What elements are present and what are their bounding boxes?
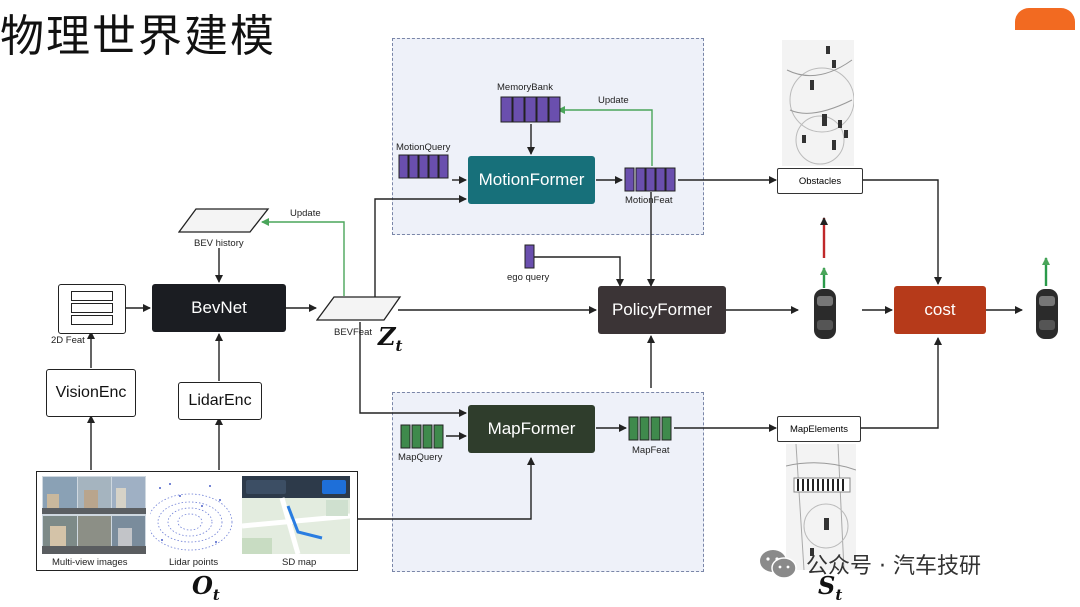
memory-bank-tokens [500, 96, 561, 123]
multi-view-label: Multi-view images [52, 557, 128, 568]
bev-feat-label: BEVFeat [334, 327, 373, 338]
feat-2d-label: 2D Feat [51, 335, 85, 346]
feat-2d-bar-2 [71, 303, 113, 313]
motion-feat-tokens [624, 167, 676, 192]
feat-2d-bar-1 [71, 291, 113, 301]
cost-box: cost [894, 286, 986, 334]
lidar-points-image [150, 476, 234, 554]
memory-bank-label: MemoryBank [497, 82, 553, 93]
s-t-sub: t [835, 585, 843, 604]
map-query-tokens [400, 424, 444, 449]
motion-former-box: MotionFormer [468, 156, 595, 204]
obstacles-box: Obstacles [777, 168, 863, 194]
orange-tab-decoration [1015, 8, 1075, 30]
sd-map-label: SD map [282, 557, 317, 568]
bev-history-plane [178, 208, 270, 233]
map-query-label: MapQuery [398, 452, 443, 463]
watermark-text: 公众号 · 汽车技研 [806, 554, 981, 579]
feat-2d-box [58, 284, 126, 334]
map-elements-box: MapElements [777, 416, 861, 442]
o-t-main: O [192, 571, 213, 600]
z-t-main: Z [378, 322, 396, 351]
z-t-sub: t [395, 336, 403, 355]
bev-feat-plane [316, 296, 402, 321]
page-title: 物理世界建模 [0, 11, 276, 62]
update-label-top: Update [598, 95, 629, 106]
multi-view-images [42, 476, 146, 554]
lidar-points-label: Lidar points [169, 557, 219, 568]
car-output-icon [1036, 289, 1058, 339]
map-feat-tokens [628, 416, 672, 441]
motion-query-label: MotionQuery [396, 142, 451, 153]
feat-2d-bar-3 [71, 315, 113, 325]
lidar-enc-box: LidarEnc [178, 382, 262, 420]
policy-former-box: PolicyFormer [598, 286, 726, 334]
o-t-symbol: Ot [192, 571, 220, 604]
map-feat-label: MapFeat [632, 445, 670, 456]
ego-query-token [524, 244, 535, 269]
map-former-box: MapFormer [468, 405, 595, 453]
s-t-main: S [818, 571, 836, 600]
obstacles-scene-image [782, 40, 854, 166]
sd-map-image [242, 476, 350, 554]
vision-enc-box: VisionEnc [46, 369, 136, 417]
car-top-view-icon [814, 289, 836, 339]
bev-history-label: BEV history [194, 238, 244, 249]
motion-query-tokens [398, 154, 449, 179]
wechat-icon [760, 550, 797, 579]
z-t-symbol: Zt [378, 322, 402, 355]
ego-query-label: ego query [507, 272, 550, 283]
o-t-sub: t [212, 585, 220, 604]
bevnet-box: BevNet [152, 284, 286, 332]
motion-feat-label: MotionFeat [625, 195, 673, 206]
update-label-left: Update [290, 208, 321, 219]
map-scene-image [786, 444, 856, 570]
s-t-symbol: St [818, 571, 842, 604]
